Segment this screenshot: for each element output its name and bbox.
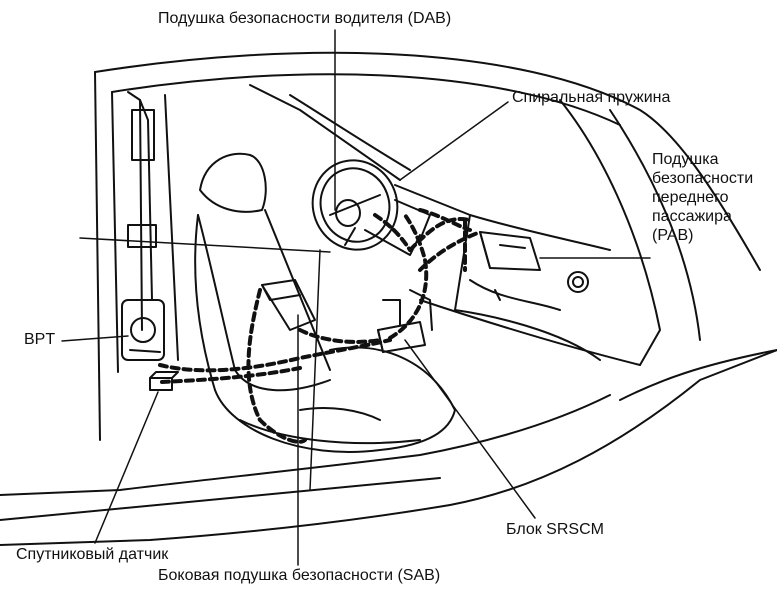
side-airbag-module: [261, 279, 316, 331]
seat-belt: [121, 91, 165, 361]
leader-clockspring: [399, 101, 509, 181]
satellite-sensor: [149, 371, 179, 391]
driver-seat: [194, 152, 456, 453]
label-satellite-sensor: Спутниковый датчик: [16, 546, 169, 563]
label-clockspring: Спиральная пружина: [512, 89, 671, 106]
label-pab: Подушка безопасности переднего пассажира…: [652, 150, 777, 245]
leader-bpt: [61, 335, 129, 342]
car-body-outline: [0, 51, 777, 546]
label-dab: Подушка безопасности водителя (DAB): [158, 10, 452, 27]
wiring-harness: [158, 208, 482, 444]
label-pab-line-1: Подушка: [652, 151, 719, 168]
label-pab-line-5: (PAB): [652, 227, 694, 244]
label-pab-line-3: переднего: [652, 189, 729, 206]
label-bpt: BPT: [24, 331, 56, 348]
label-sab: Боковая подушка безопасности (SAB): [158, 567, 441, 584]
label-pab-line-2: безопасности: [652, 170, 754, 187]
leader-lines: [61, 29, 651, 566]
label-srscm: Блок SRSCM: [506, 521, 604, 538]
srscm-unit: [377, 289, 433, 353]
leader-satellite: [94, 391, 159, 544]
steering-wheel: [311, 159, 431, 256]
leader-srscm: [404, 339, 536, 519]
label-pab-line-4: пассажира: [652, 208, 732, 225]
passenger-airbag-module: [469, 231, 589, 311]
